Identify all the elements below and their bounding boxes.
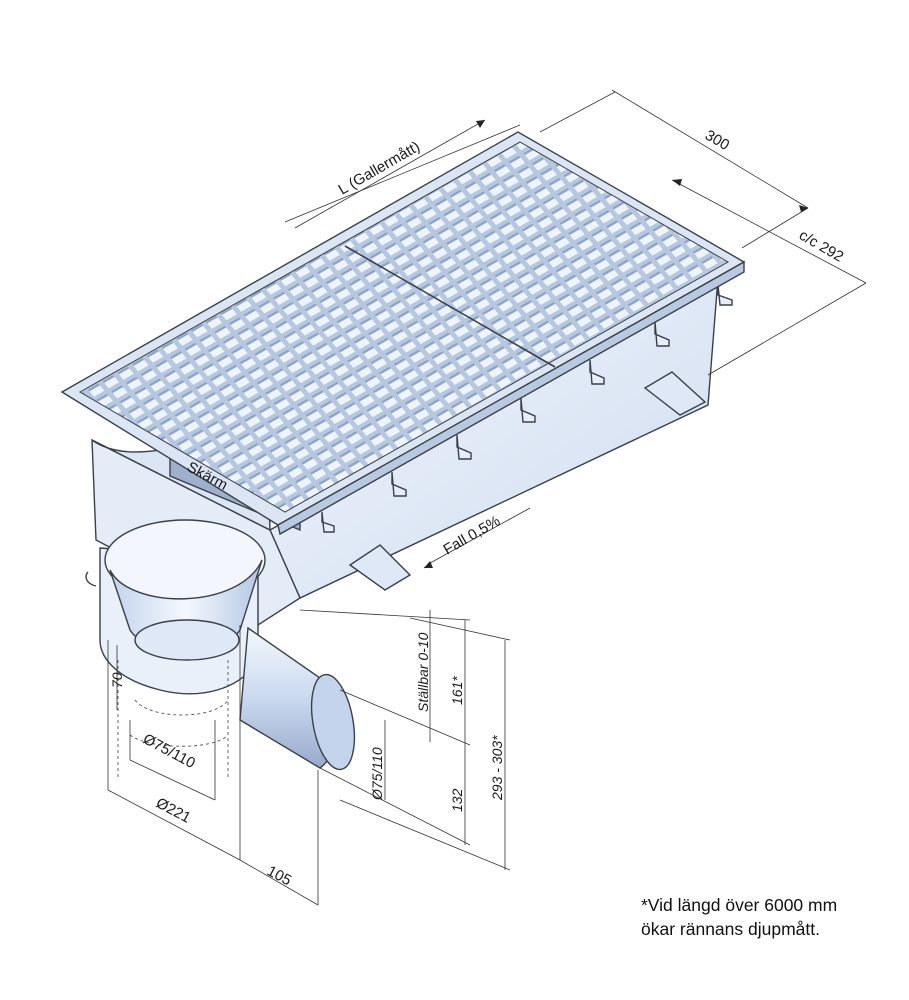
bowl-hidden-lines (117, 660, 229, 780)
pipe-end (310, 673, 356, 771)
anchor-feet (348, 371, 707, 591)
label-dim-132: 132 (449, 788, 465, 812)
outlet-pipe (239, 626, 356, 771)
grating-joint (344, 245, 556, 368)
label-grating-length: L (Gallermått) (336, 138, 423, 198)
dimension-lines (107, 89, 867, 906)
label-dim-105: 105 (264, 863, 294, 890)
label-dim-70: 70 (109, 672, 125, 688)
label-dia-221: Ø221 (153, 795, 193, 827)
label-dim-161: 161* (449, 676, 465, 705)
outlet-bowl (85, 519, 266, 780)
label-cc-292: c/c 292 (796, 227, 846, 266)
label-adjustable: Ställbar 0-10 (415, 632, 431, 712)
bowl-throat (134, 619, 240, 661)
bowl-handle (85, 571, 97, 587)
footnote-line-2: ökar rännans djupmått. (641, 919, 820, 939)
wall-hangers (321, 284, 733, 533)
footnote: *Vid längd över 6000 mm ökar rännans dju… (641, 893, 837, 941)
footnote-line-1: *Vid längd över 6000 mm (641, 895, 838, 915)
label-dim-293-303: 293 - 303* (489, 735, 505, 801)
dimension-arrows (424, 120, 808, 568)
label-dia-right: Ø75/110 (369, 747, 385, 801)
grating-grid (78, 141, 730, 513)
label-dia-left: Ø75/110 (140, 731, 198, 773)
label-width-300: 300 (702, 127, 732, 154)
grating-frame (60, 131, 746, 536)
frame-front-edge (277, 260, 745, 536)
